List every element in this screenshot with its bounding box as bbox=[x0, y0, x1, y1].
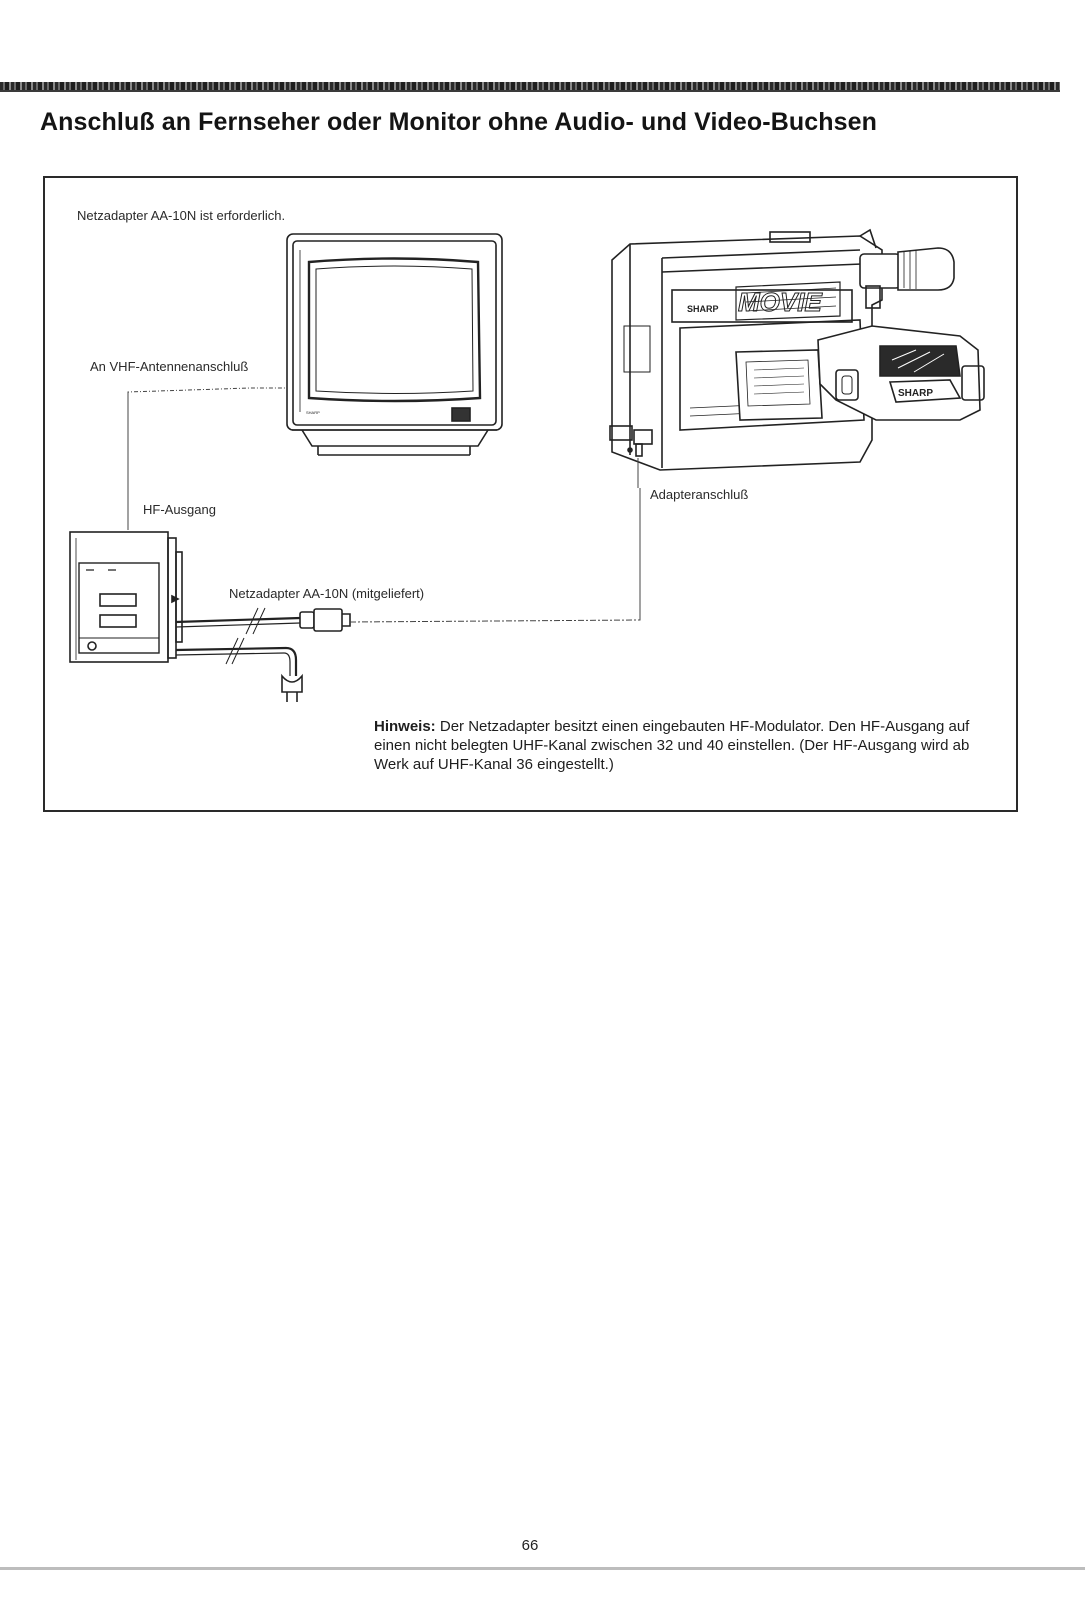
footer-rule bbox=[0, 1567, 1085, 1570]
page-number: 66 bbox=[521, 1537, 539, 1554]
page-title: Anschluß an Fernseher oder Monitor ohne … bbox=[40, 108, 877, 136]
header-rule bbox=[0, 82, 1060, 92]
hf-output-label: HF-Ausgang bbox=[143, 502, 216, 517]
adapter-requirement-text: Netzadapter AA-10N ist erforderlich. bbox=[77, 208, 286, 223]
note-text: Der Netzadapter besitzt einen eingebaute… bbox=[374, 718, 970, 773]
note-label: Hinweis: bbox=[374, 718, 436, 735]
figure-frame bbox=[43, 176, 1018, 812]
note-paragraph: Hinweis: Der Netzadapter besitzt einen e… bbox=[374, 717, 984, 774]
adapter-supplied-label: Netzadapter AA-10N (mitgeliefert) bbox=[229, 586, 425, 601]
vhf-antenna-label: An VHF-Antennenanschluß bbox=[90, 359, 249, 374]
adapter-port-label: Adapteranschluß bbox=[650, 487, 749, 502]
